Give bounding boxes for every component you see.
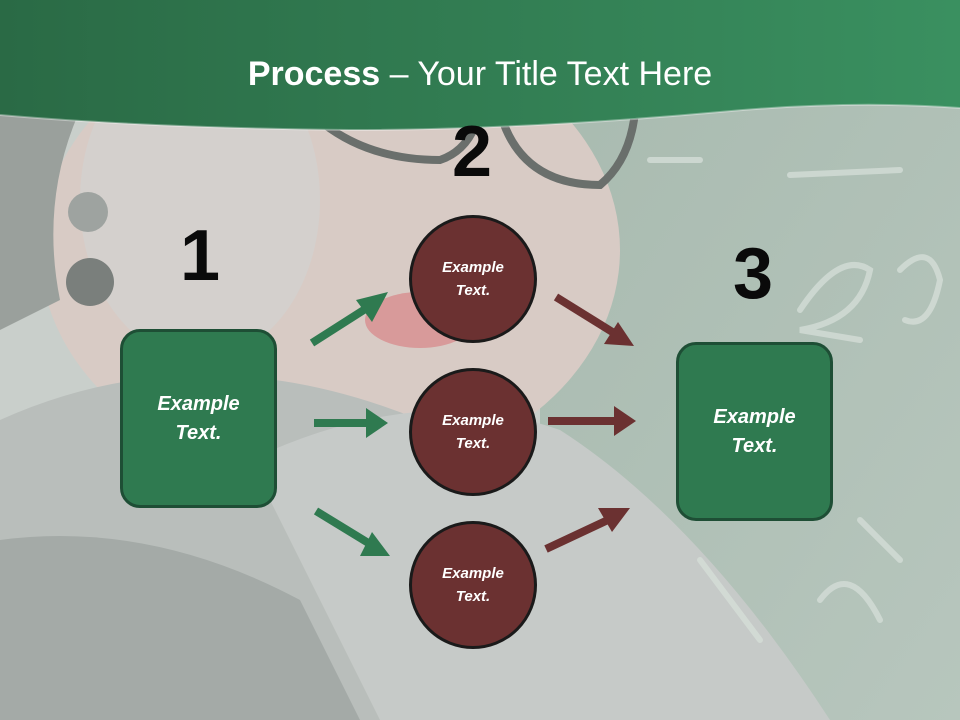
right-box-text: Example Text. — [713, 405, 796, 457]
process-circle-top: Example Text. — [409, 215, 537, 343]
title-rest: – Your Title Text Here — [380, 55, 713, 93]
left-box-text: Example Text. — [157, 392, 240, 444]
arrow-maroon-middle — [548, 406, 636, 436]
step-number-2: 2 — [451, 112, 493, 192]
arrow-maroon-down — [553, 293, 634, 346]
slide-title: Process – Your Title Text Here — [0, 50, 960, 98]
process-circle-middle: Example Text. — [409, 368, 537, 496]
process-circle-bottom: Example Text. — [409, 521, 537, 649]
step-number-3: 3 — [732, 234, 774, 314]
circle-top-text: Example Text. — [442, 259, 504, 299]
title-bold: Process — [247, 55, 381, 93]
left-process-box: Example Text. — [120, 329, 277, 508]
right-process-box: Example Text. — [676, 342, 833, 521]
step-number-1: 1 — [179, 216, 221, 296]
arrow-green-middle — [314, 408, 388, 438]
circle-bottom-text: Example Text. — [442, 565, 504, 605]
circle-middle-text: Example Text. — [442, 412, 504, 452]
arrow-green-up — [309, 292, 388, 347]
arrow-green-down — [313, 507, 390, 556]
arrows — [309, 292, 636, 556]
arrow-maroon-up — [544, 508, 630, 553]
